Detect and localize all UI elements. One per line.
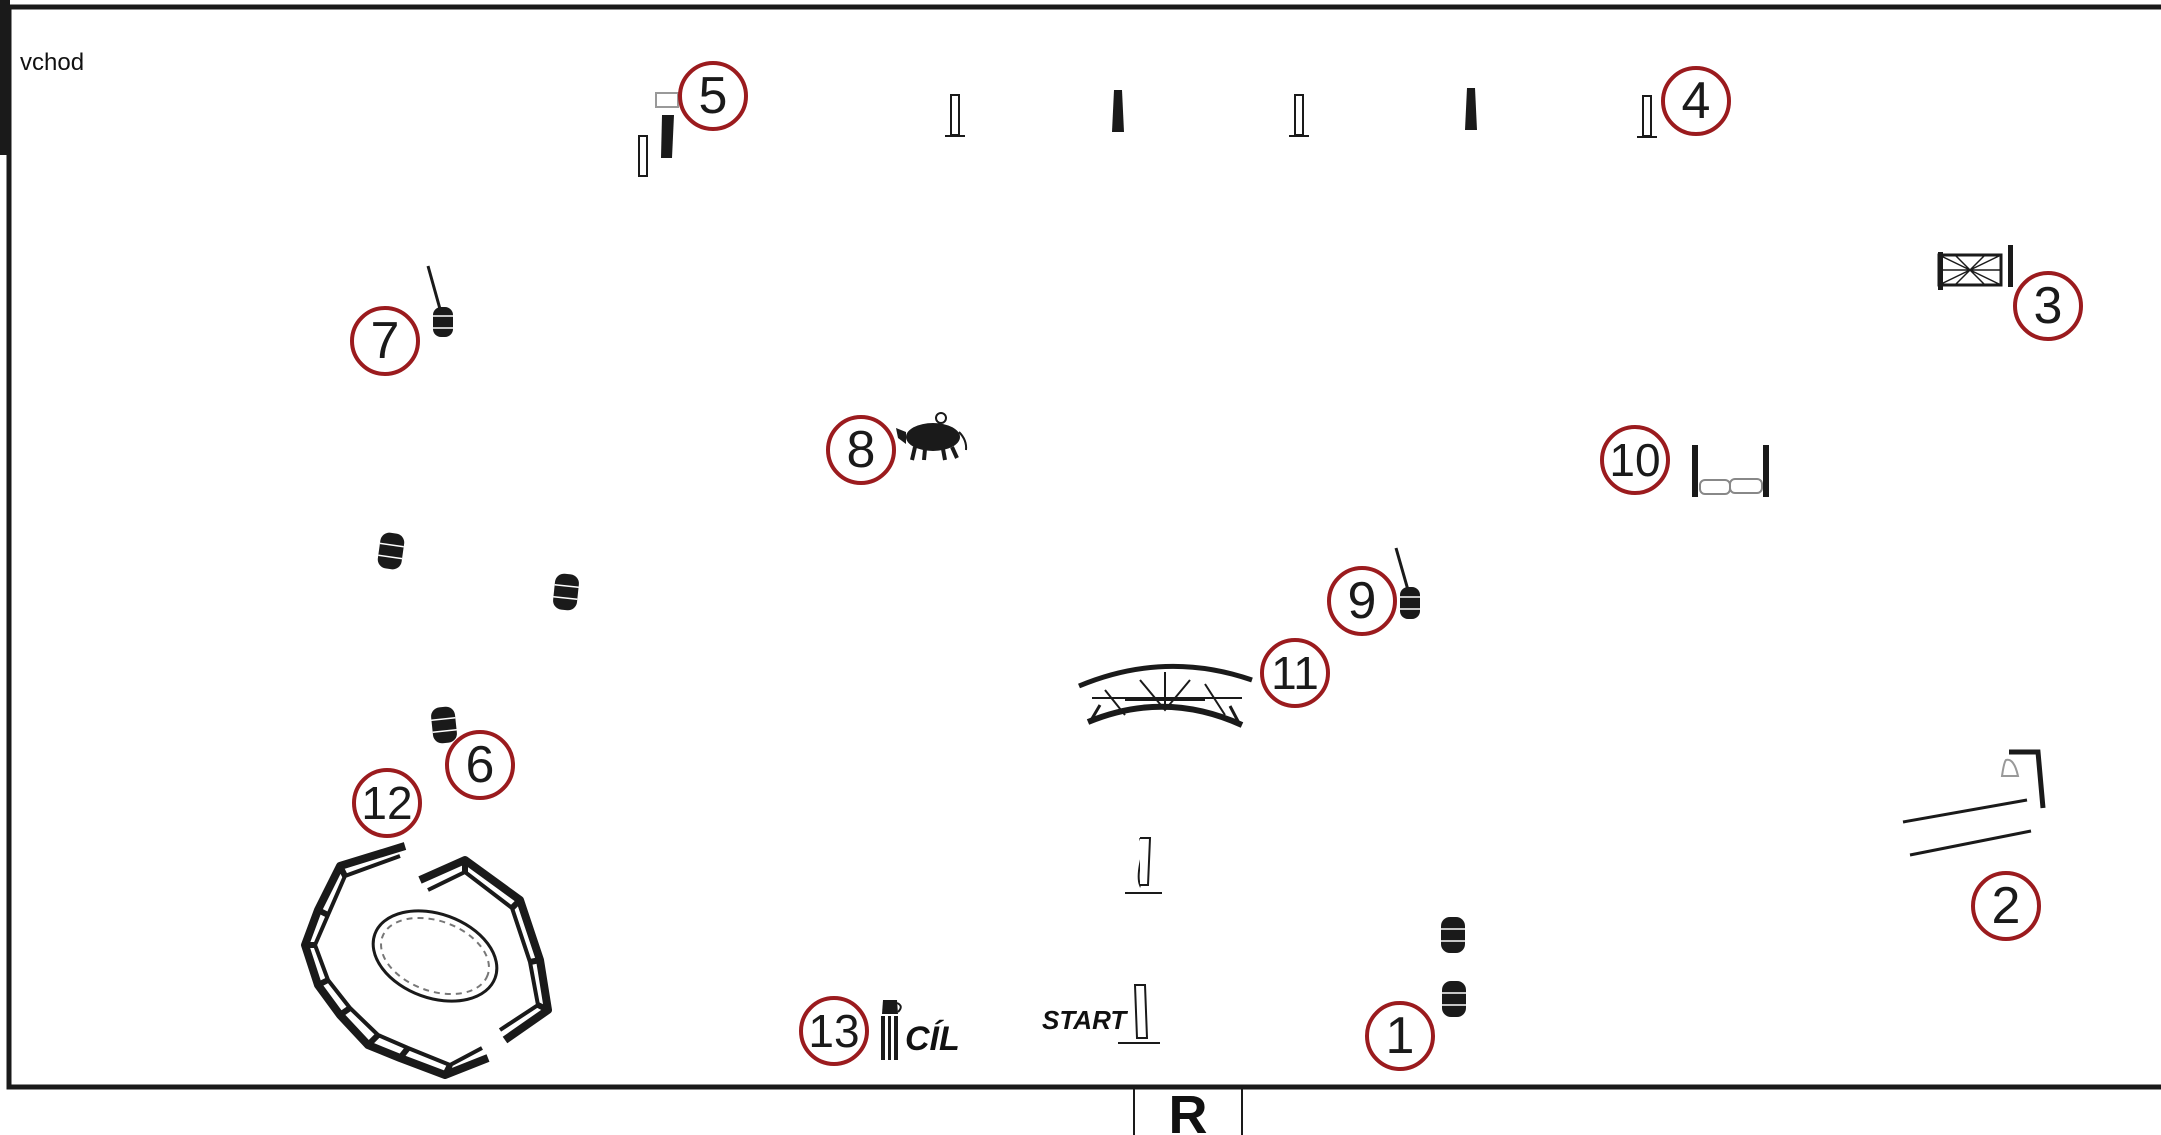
obstacle-number-11: 11: [1260, 638, 1330, 708]
obstacle-number-text: 8: [847, 421, 876, 479]
round-pen-icon: [301, 842, 552, 1079]
obstacle-number-text: 2: [1992, 877, 2021, 935]
obstacle-number-12: 12: [352, 768, 422, 838]
bull-icon: [896, 412, 968, 461]
obstacle-number-5: 5: [678, 61, 748, 131]
obstacle-number-1: 1: [1365, 1001, 1435, 1071]
judge-box: R: [1133, 1085, 1243, 1135]
hay-bales-jump-icon: [1692, 445, 1769, 497]
obstacle-number-text: 9: [1348, 572, 1377, 630]
slalom-poles-icon: [945, 88, 1657, 138]
obstacle-number-13: 13: [799, 996, 869, 1066]
arena-border: [0, 0, 2161, 1090]
obstacle-number-10: 10: [1600, 425, 1670, 495]
obstacle-number-9: 9: [1327, 566, 1397, 636]
obstacle-number-text: 4: [1682, 72, 1711, 130]
entrance-label: vchod: [20, 49, 84, 76]
obstacle-number-text: 11: [1271, 647, 1319, 699]
slalom-start-icon: [638, 92, 679, 177]
obstacle-number-7: 7: [350, 306, 420, 376]
obstacle-number-8: 8: [826, 415, 896, 485]
obstacle-number-3: 3: [2013, 271, 2083, 341]
jug-icon: [881, 1000, 902, 1060]
obstacle-number-text: 5: [699, 67, 728, 125]
obstacle-number-4: 4: [1661, 66, 1731, 136]
bridge-icon: [1078, 663, 1253, 728]
obstacle-number-text: 1: [1386, 1007, 1415, 1065]
barrels-triangle-icon: [377, 532, 579, 744]
obstacle-number-2: 2: [1971, 871, 2041, 941]
barrels-icon: [1441, 917, 1466, 1017]
obstacle-number-text: 12: [361, 777, 412, 829]
finish-marker: CÍL: [881, 1000, 960, 1060]
barrel-with-pole-icon: [426, 265, 453, 337]
obstacle-number-text: 10: [1609, 434, 1660, 486]
gate-icon: [1937, 245, 2013, 290]
bell-gate-icon: [1902, 749, 2046, 857]
obstacle-number-6: 6: [445, 730, 515, 800]
obstacle-number-text: 6: [466, 736, 495, 794]
finish-label: CÍL: [905, 1020, 960, 1058]
obstacle-number-text: 13: [808, 1005, 859, 1057]
judge-label: R: [1169, 1085, 1208, 1135]
start-label: START: [1042, 1005, 1128, 1035]
barrel-with-pole-9-icon: [1394, 547, 1420, 619]
start-marker-pole-icon: [1125, 837, 1162, 894]
obstacle-number-text: 3: [2034, 277, 2063, 335]
start-marker: START: [1042, 984, 1160, 1044]
obstacle-number-text: 7: [371, 312, 400, 370]
